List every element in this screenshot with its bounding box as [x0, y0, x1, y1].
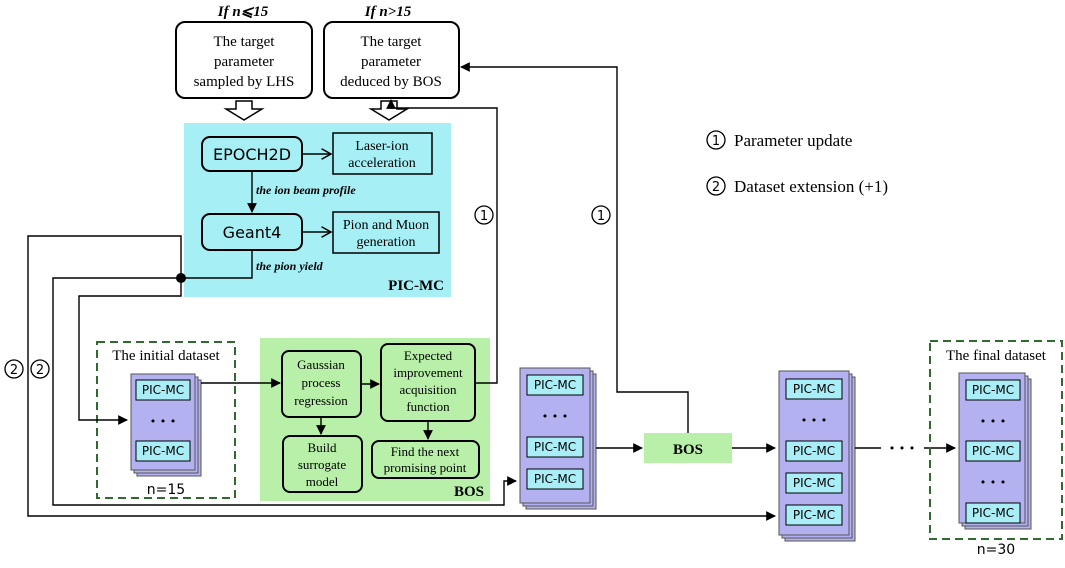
update-line-ei-to-top: [386, 99, 498, 384]
marker-extension-2: [30, 359, 50, 379]
bos-panel: Gaussian process regression Expected imp…: [260, 338, 490, 501]
ei-line-3: acquisition: [399, 382, 457, 397]
pion-muon-line-2: generation: [356, 235, 415, 250]
laser-ion-line-1: Laser-ion: [355, 139, 408, 154]
initial-card-2: PIC-MC: [142, 444, 184, 458]
surrogate-line-3: model: [306, 474, 339, 489]
middle-card-dots: • • •: [542, 410, 568, 423]
condition-label-right: If n>15: [364, 4, 412, 20]
third-dataset: PIC-MC • • • PIC-MC PIC-MC PIC-MC: [778, 370, 856, 542]
marker-update-1-num: 1: [480, 209, 488, 224]
next-point-line-1: Find the next: [391, 444, 460, 459]
ei-line-1: Expected: [404, 348, 453, 363]
final-card-1: PIC-MC: [972, 383, 1014, 397]
final-card-dots-1: • • •: [980, 415, 1006, 428]
surrogate-line-1: Build: [308, 440, 337, 455]
middle-card-3: PIC-MC: [534, 472, 576, 486]
final-card-2: PIC-MC: [972, 444, 1014, 458]
picmc-panel: EPOCH2D Laser-ion acceleration the ion b…: [184, 123, 451, 297]
ei-line-4: function: [406, 399, 450, 414]
third-card-2: PIC-MC: [793, 444, 835, 458]
legend-marker-2-num: 2: [712, 180, 720, 195]
bos-node: BOS: [644, 433, 732, 463]
marker-extension-1: [4, 359, 24, 379]
legend-item-1: Parameter update: [734, 131, 852, 150]
final-card-3: PIC-MC: [972, 506, 1014, 520]
extension-line-middle: [52, 277, 517, 506]
condition-label-left: If n⩽15: [217, 4, 269, 20]
surrogate-box: Build surrogate model: [282, 435, 363, 493]
ion-beam-profile-label: the ion beam profile: [256, 183, 356, 197]
chain-dots: • • •: [889, 442, 915, 455]
final-dataset-title: The final dataset: [946, 348, 1047, 364]
legend-marker-2: [706, 176, 726, 196]
marker-update-1: [474, 205, 494, 225]
bos-panel-label: BOS: [454, 484, 484, 500]
lhs-box-line-3: sampled by LHS: [194, 74, 295, 90]
next-point-line-2: promising point: [384, 460, 467, 475]
final-dataset: The final dataset PIC-MC • • • PIC-MC • …: [929, 340, 1063, 558]
epoch2d-label: EPOCH2D: [213, 145, 291, 164]
marker-update-2-num: 1: [597, 209, 605, 224]
bos-deduced-box-line-2: parameter: [361, 54, 421, 70]
extension-line-inner: [78, 278, 182, 425]
bos-deduced-box: The target parameter deduced by BOS: [323, 21, 460, 99]
gpr-line-1: Gaussian: [297, 357, 345, 372]
geant4-label: Geant4: [223, 223, 282, 242]
marker-extension-2-num: 2: [36, 363, 44, 378]
middle-card-2: PIC-MC: [534, 440, 576, 454]
epoch2d-box: EPOCH2D: [201, 136, 303, 172]
legend-item-2: Dataset extension (+1): [734, 177, 888, 196]
initial-card-1: PIC-MC: [142, 383, 184, 397]
final-dataset-count: n=30: [977, 542, 1015, 558]
hollow-arrow-left: [223, 100, 265, 121]
picmc-panel-label: PIC-MC: [388, 278, 444, 294]
middle-dataset: PIC-MC • • • PIC-MC PIC-MC: [519, 367, 597, 510]
marker-update-2: [591, 205, 611, 225]
surrogate-line-2: surrogate: [298, 457, 347, 472]
bos-node-label: BOS: [673, 442, 703, 458]
third-card-1: PIC-MC: [793, 382, 835, 396]
ei-box: Expected improvement acquisition functio…: [380, 343, 476, 422]
pion-yield-label: the pion yield: [256, 259, 324, 273]
pion-muon-box: Pion and Muon generation: [332, 211, 440, 254]
extension-line-outer: [27, 235, 776, 521]
pion-muon-line-1: Pion and Muon: [343, 218, 429, 233]
initial-card-dots: • • •: [150, 415, 176, 428]
gpr-box: Gaussian process regression: [281, 350, 362, 418]
laser-ion-box: Laser-ion acceleration: [332, 132, 433, 175]
final-card-dots-2: • • •: [980, 476, 1006, 489]
lhs-box-line-1: The target: [214, 34, 276, 50]
bos-deduced-box-line-1: The target: [361, 34, 423, 50]
laser-ion-line-2: acceleration: [348, 156, 416, 171]
initial-dataset: The initial dataset PIC-MC • • • PIC-MC …: [96, 341, 236, 499]
initial-dataset-title: The initial dataset: [112, 348, 220, 364]
gpr-line-3: regression: [294, 393, 348, 408]
lhs-box-line-2: parameter: [214, 54, 274, 70]
hollow-arrow-right: [368, 100, 410, 121]
next-point-box: Find the next promising point: [371, 440, 480, 479]
update-line-bos-to-top: [460, 62, 689, 433]
lhs-box: The target parameter sampled by LHS: [175, 21, 313, 99]
third-card-dots: • • •: [801, 414, 827, 427]
legend: 1 Parameter update 2 Dataset extension (…: [706, 130, 888, 196]
pion-yield-line: [181, 250, 253, 279]
middle-card-1: PIC-MC: [534, 378, 576, 392]
legend-marker-1-num: 1: [712, 134, 720, 149]
third-card-4: PIC-MC: [793, 508, 835, 522]
geant4-box: Geant4: [201, 213, 303, 251]
marker-extension-1-num: 2: [10, 363, 18, 378]
ei-line-2: improvement: [393, 365, 463, 380]
gpr-line-2: process: [302, 375, 341, 390]
legend-marker-1: [706, 130, 726, 150]
third-card-3: PIC-MC: [793, 476, 835, 490]
bos-deduced-box-line-3: deduced by BOS: [340, 74, 442, 90]
initial-dataset-count: n=15: [147, 482, 185, 498]
